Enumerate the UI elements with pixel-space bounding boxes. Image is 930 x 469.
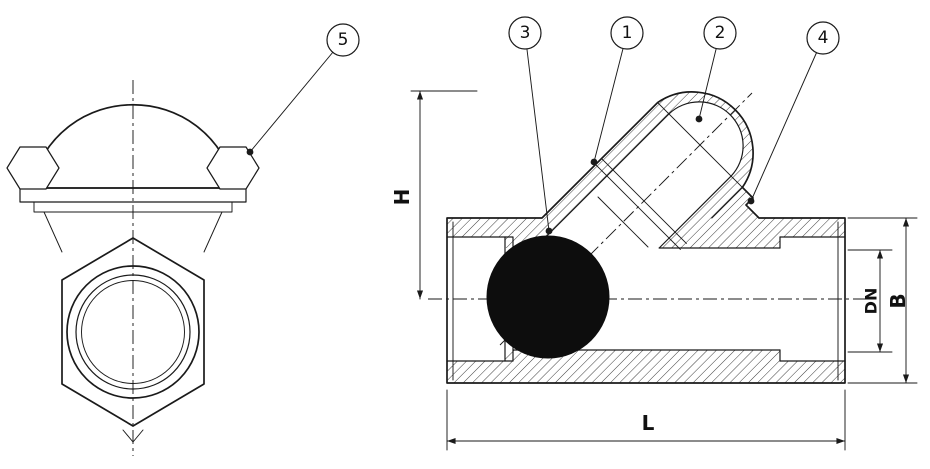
- front-view: [6, 80, 260, 456]
- callout-balloon-4: [806, 21, 840, 55]
- front-shoulder-right: [203, 211, 223, 253]
- callout-dot-1: [590, 158, 598, 166]
- callout-leader-1: [593, 32, 628, 163]
- callout-balloon-1: [610, 16, 644, 50]
- hatch-seat-boss: [711, 187, 759, 218]
- callout-leader-4: [750, 37, 824, 202]
- dimension-label-b: B: [886, 293, 910, 308]
- front-shoulder-left: [43, 211, 63, 253]
- callout-dot-2: [695, 115, 703, 123]
- left-socket-lines: [446, 236, 506, 362]
- bonnet-right-outer-wall: [711, 186, 744, 219]
- callout-number-5: 5: [338, 30, 349, 50]
- section-view: [428, 91, 866, 384]
- right-socket-lines: [779, 236, 846, 362]
- callout-leader-3: [524, 32, 550, 232]
- callout-leader-5: [249, 39, 344, 153]
- hatch-bonnet-right-wall: [659, 176, 743, 248]
- callout-dot-4: [747, 197, 755, 205]
- front-bolt-left: [6, 146, 60, 190]
- callout-number-2: 2: [715, 23, 726, 43]
- dimension-label-dn: DN: [862, 288, 881, 315]
- bonnet-left-inner-wall: [534, 113, 670, 249]
- callout-balloon-5: [326, 23, 360, 57]
- callout-dot-5: [246, 148, 254, 156]
- check-ball: [486, 235, 610, 359]
- section-body-outline: [446, 91, 846, 384]
- hatch-bonnet-left-wall: [534, 102, 669, 248]
- hatch-cap-rim: [657, 91, 754, 188]
- dimension-label-l: L: [642, 411, 655, 435]
- branch-cross-mark: [597, 196, 649, 248]
- front-bolt-right: [206, 146, 260, 190]
- callout-number-3: 3: [520, 23, 531, 43]
- callout-balloon-3: [508, 16, 542, 50]
- front-flange: [19, 187, 247, 203]
- callout-dot-3: [545, 227, 553, 235]
- callout-number-4: 4: [818, 28, 829, 48]
- dimension-label-h: H: [390, 189, 414, 206]
- hatch-top-left-wall: [447, 218, 542, 248]
- bonnet-right-inner-wall: [658, 175, 732, 249]
- dimensions: H B DN L: [390, 90, 918, 451]
- callout-number-1: 1: [622, 23, 633, 43]
- callouts: 5 3 1 2 4: [246, 16, 840, 235]
- callout-balloon-2: [703, 16, 737, 50]
- hatch-top-right-wall: [659, 218, 845, 248]
